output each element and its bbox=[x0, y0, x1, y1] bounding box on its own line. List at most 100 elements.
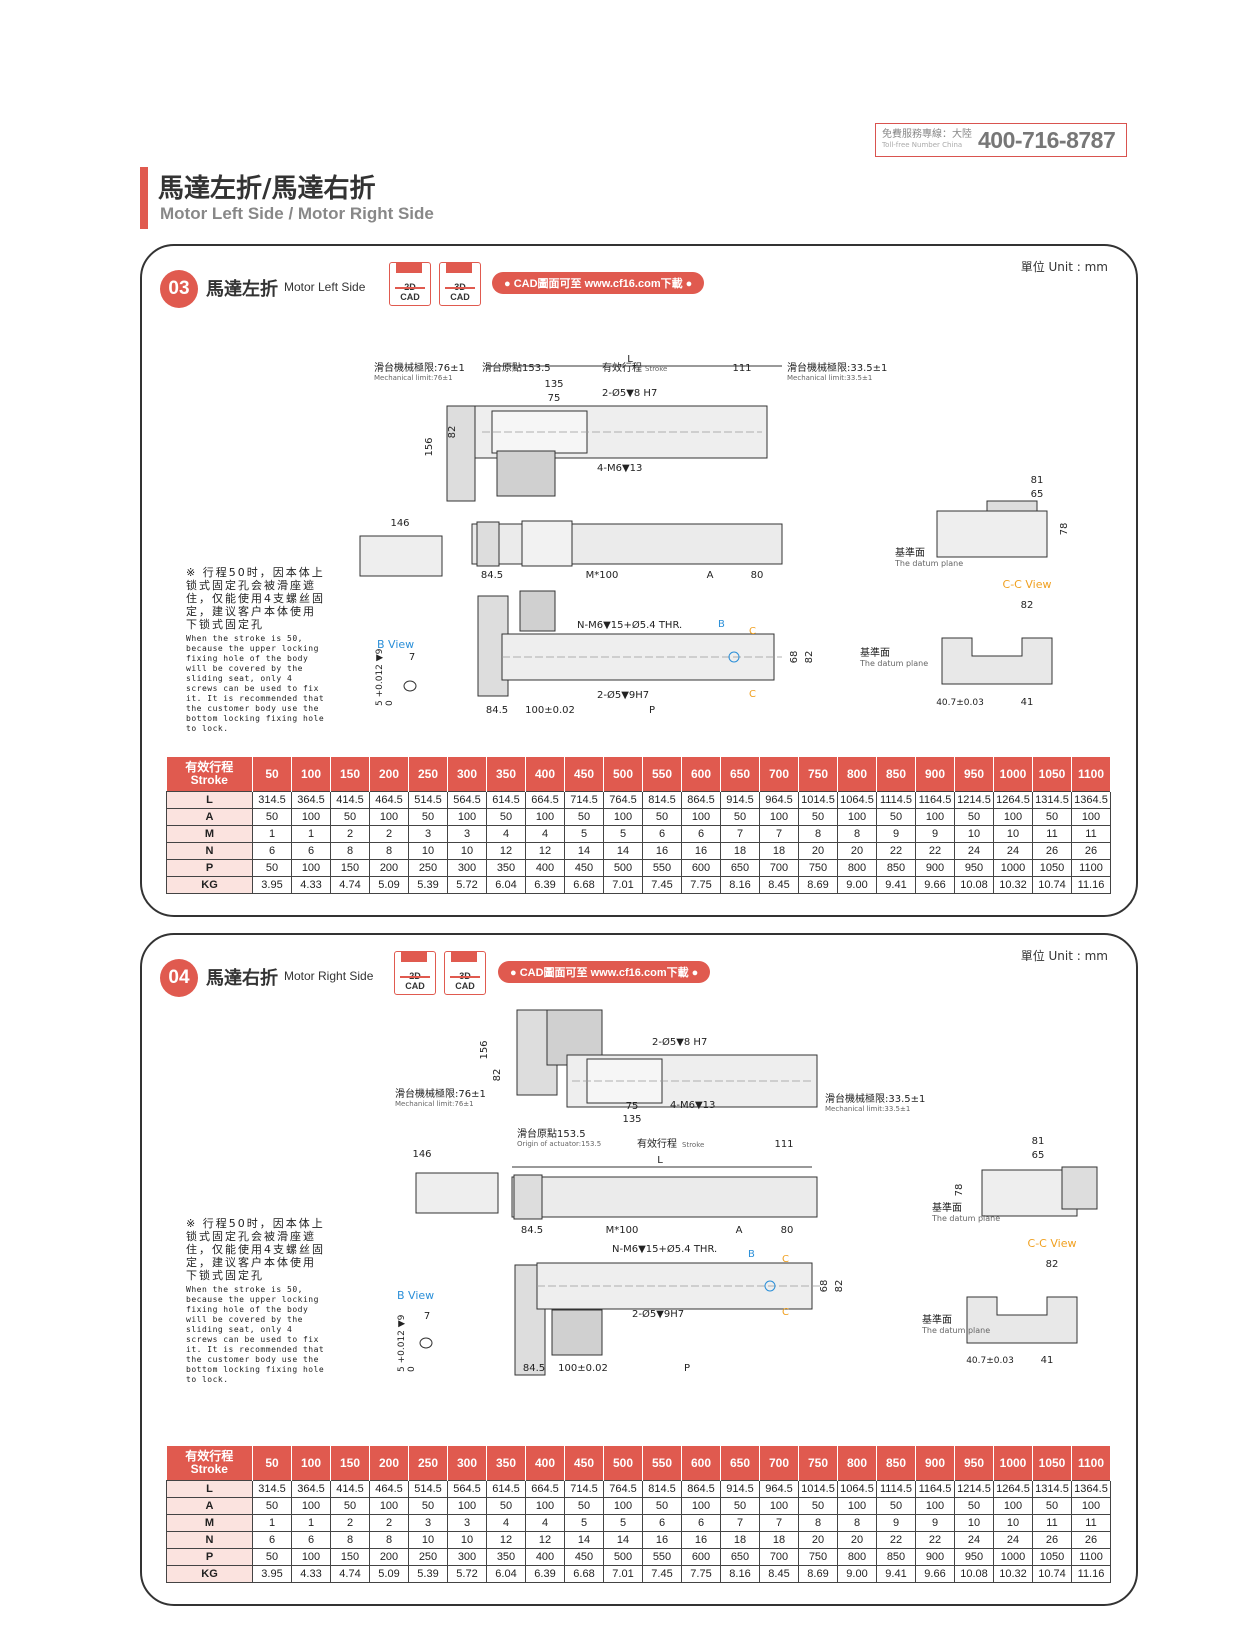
table-cell: 750 bbox=[798, 1547, 838, 1566]
table-cell: 50 bbox=[486, 807, 526, 826]
origin-label: 滑台原點153.5 bbox=[517, 1127, 586, 1140]
section-title-en: Motor Left Side bbox=[284, 280, 366, 294]
table-cell: 4 bbox=[486, 824, 526, 843]
dim-A: A bbox=[736, 1225, 743, 1236]
row-label: M bbox=[166, 824, 253, 843]
dim-82: 82 bbox=[492, 1069, 503, 1082]
table-cell: 8.16 bbox=[720, 1564, 760, 1583]
body-rect bbox=[446, 405, 476, 502]
row-label: P bbox=[166, 858, 253, 877]
table-cell: 700 bbox=[759, 858, 799, 877]
table-cell: 4 bbox=[525, 1513, 565, 1532]
table-cell: 11 bbox=[1032, 1513, 1072, 1532]
cad-2d-line2: CAD bbox=[405, 981, 425, 991]
stroke-column-header: 750 bbox=[798, 1446, 838, 1480]
hotline-box: 免費服務專線：大陸 Toll-free Number China 400-716… bbox=[875, 123, 1127, 157]
table-cell: 8 bbox=[369, 841, 409, 860]
stroke-column-header: 50 bbox=[252, 1446, 292, 1480]
table-cell: 650 bbox=[720, 1547, 760, 1566]
table-cell: 50 bbox=[720, 1496, 760, 1515]
table-cell: 350 bbox=[486, 1547, 526, 1566]
datum-label: 基準面 bbox=[932, 1201, 962, 1214]
table-cell: 500 bbox=[603, 858, 643, 877]
cad-3d-button[interactable]: 3D CAD bbox=[444, 951, 486, 995]
table-cell: 1264.5 bbox=[993, 1479, 1033, 1498]
table-cell: 450 bbox=[564, 858, 604, 877]
label-C: C bbox=[749, 626, 756, 637]
table-cell: 10.74 bbox=[1032, 1564, 1072, 1583]
table-cell: 50 bbox=[1032, 807, 1072, 826]
stroke-column-header: 800 bbox=[837, 757, 877, 791]
table-cell: 4.33 bbox=[291, 1564, 331, 1583]
table-cell: 850 bbox=[876, 858, 916, 877]
table-cell: 16 bbox=[681, 841, 721, 860]
cc-section bbox=[966, 1296, 1078, 1344]
stroke-header-en: Stroke bbox=[190, 772, 228, 787]
table-cell: 20 bbox=[837, 841, 877, 860]
dim-82-front: 82 bbox=[804, 651, 815, 664]
table-cell: 7 bbox=[759, 1513, 799, 1532]
table-cell: 10 bbox=[408, 841, 448, 860]
table-cell: 150 bbox=[330, 1547, 370, 1566]
table-cell: 5.09 bbox=[369, 1564, 409, 1583]
dim-82-cc: 82 bbox=[1046, 1259, 1059, 1270]
table-cell: 8 bbox=[798, 1513, 838, 1532]
table-cell: 16 bbox=[642, 1530, 682, 1549]
table-cell: 18 bbox=[720, 1530, 760, 1549]
mech-limit-left-en: Mechanical limit:76±1 bbox=[395, 1100, 474, 1108]
stroke-column-header: 250 bbox=[408, 757, 448, 791]
hole-m6-label: 4-M6▼13 bbox=[597, 463, 642, 474]
body-rect bbox=[986, 500, 1038, 512]
table-cell: 4.74 bbox=[330, 1564, 370, 1583]
table-cell: 550 bbox=[642, 1547, 682, 1566]
table-cell: 1000 bbox=[993, 858, 1033, 877]
table-cell: 10 bbox=[447, 1530, 487, 1549]
table-cell: 20 bbox=[798, 1530, 838, 1549]
table-cell: 514.5 bbox=[408, 1479, 448, 1498]
table-cell: 12 bbox=[486, 841, 526, 860]
title-accent-bar bbox=[140, 167, 148, 229]
body-rect bbox=[519, 590, 556, 632]
table-cell: 200 bbox=[369, 1547, 409, 1566]
dim-135: 135 bbox=[544, 379, 563, 390]
stroke-note-en: When the stroke is 50, because the upper… bbox=[186, 634, 325, 733]
stroke-column-header: 850 bbox=[876, 757, 916, 791]
cad-3d-button[interactable]: 3D CAD bbox=[439, 262, 481, 306]
table-cell: 100 bbox=[993, 807, 1033, 826]
stroke-column-header: 1000 bbox=[993, 757, 1033, 791]
stroke-column-header: 900 bbox=[915, 757, 955, 791]
table-cell: 50 bbox=[564, 807, 604, 826]
cad-2d-button[interactable]: 2D CAD bbox=[389, 262, 431, 306]
cad-2d-button[interactable]: 2D CAD bbox=[394, 951, 436, 995]
cad-download-link[interactable]: ● CAD圖面可至 www.cf16.com下載 ● bbox=[492, 272, 705, 294]
stroke-column-header: 1050 bbox=[1032, 757, 1072, 791]
table-cell: 964.5 bbox=[759, 790, 799, 809]
stroke-column-header: 150 bbox=[330, 1446, 370, 1480]
table-cell: 9 bbox=[915, 824, 955, 843]
cad-download-link[interactable]: ● CAD圖面可至 www.cf16.com下載 ● bbox=[498, 961, 711, 983]
table-cell: 150 bbox=[330, 858, 370, 877]
table-cell: 600 bbox=[681, 858, 721, 877]
table-cell: 6 bbox=[642, 824, 682, 843]
stroke-header-cn: 有效行程 bbox=[185, 759, 234, 774]
table-cell: 11.16 bbox=[1071, 1564, 1111, 1583]
dim-7: 7 bbox=[424, 1311, 430, 1322]
page-subtitle: Motor Left Side / Motor Right Side bbox=[160, 204, 434, 223]
table-cell: 24 bbox=[954, 1530, 994, 1549]
hotline-number[interactable]: 400-716-8787 bbox=[978, 126, 1116, 153]
body-rect bbox=[471, 523, 783, 565]
section-title-en: Motor Right Side bbox=[284, 969, 374, 983]
table-cell: 3.95 bbox=[252, 875, 292, 894]
label-B: B bbox=[718, 619, 725, 630]
stroke-column-header: 450 bbox=[564, 757, 604, 791]
row-label: KG bbox=[166, 875, 253, 894]
table-cell: 414.5 bbox=[330, 1479, 370, 1498]
table-cell: 50 bbox=[798, 807, 838, 826]
row-label: P bbox=[166, 1547, 253, 1566]
